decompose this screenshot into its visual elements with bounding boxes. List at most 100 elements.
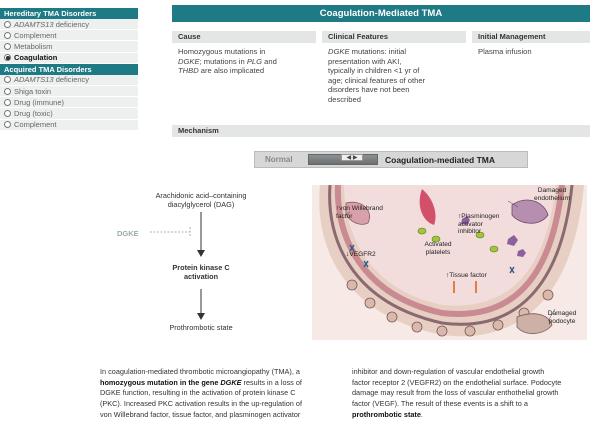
cause-fragment: and	[262, 56, 277, 66]
description-bold: prothrombotic state	[352, 409, 421, 419]
endothelium-label-line: Damaged	[537, 187, 567, 194]
gene-name: PLG	[246, 56, 263, 66]
vwf-label: ↑von Willebrand factor	[336, 205, 394, 220]
features-line: age; clinical features of other	[328, 75, 426, 85]
gene-name: DGKE	[178, 56, 200, 66]
cause-line: DGKE; mutations in PLG and	[178, 57, 318, 67]
cause-fragment: ; mutations in	[199, 56, 247, 66]
radio-item-adamts13-acquired[interactable]: ADAMTS13 deficiency	[0, 74, 138, 86]
flow-step-line: Protein kinase C	[172, 263, 230, 272]
radio-button[interactable]	[4, 109, 11, 117]
description-bold: homozygous mutation in the gene	[100, 377, 221, 387]
platelets-label-line: platelets	[425, 248, 451, 256]
vegfr2-label: ↓VEGFR2	[346, 251, 376, 258]
cause-fragment: are also implicated	[198, 66, 265, 76]
sidebar: Hereditary TMA Disorders ADAMTS13 defici…	[0, 0, 138, 131]
flow-step-pkc: Protein kinase C activation	[150, 263, 252, 281]
platelets-label-line: Activated	[424, 241, 452, 248]
toggle-normal-label[interactable]: Normal	[265, 155, 293, 164]
description-line: factor (VEGF). The result of these event…	[352, 399, 528, 409]
features-line: typically in children <1 yr of	[328, 66, 420, 76]
flow-step-line: Arachidonic acid–containing	[155, 191, 247, 200]
initial-management-header: Initial Management	[472, 31, 590, 43]
radio-button[interactable]	[4, 31, 11, 39]
plasminogen-label-line: ↑Plasminogen	[458, 213, 500, 220]
radio-button-selected[interactable]	[4, 54, 11, 62]
clinical-features-text: DGKE mutations: initial presentation wit…	[328, 47, 468, 105]
radio-item-drug-toxic[interactable]: Drug (toxic)	[0, 108, 138, 120]
radio-label: Coagulation	[14, 53, 58, 63]
radio-label: Drug (toxic)	[14, 108, 53, 118]
radio-button[interactable]	[4, 76, 11, 84]
features-fragment: mutations: initial	[349, 47, 407, 56]
radio-label: Shiga toxin	[14, 86, 52, 96]
description-fragment: .	[420, 409, 423, 419]
description-left: In coagulation-mediated thrombotic micro…	[100, 367, 350, 421]
vwf-label-line: ↑von Willebrand	[336, 205, 383, 212]
podocyte-label-line: podocyte	[548, 317, 576, 325]
radio-item-coagulation[interactable]: Coagulation	[0, 52, 138, 64]
group-header-acquired: Acquired TMA Disorders	[0, 63, 138, 75]
glomerular-capillary-illustration: ↑von Willebrand factor ↓VEGFR2 ↑Plasmino…	[312, 184, 587, 340]
initial-management-text: Plasma infusion	[478, 47, 532, 56]
radio-item-adamts13-hereditary[interactable]: ADAMTS13 deficiency	[0, 19, 138, 31]
vwf-label-line: factor	[336, 212, 353, 220]
description-line: In coagulation-mediated thrombotic micro…	[100, 367, 300, 376]
description-line: DGKE function, resulting in the activati…	[100, 388, 296, 398]
gene-name: DGKE	[328, 47, 350, 56]
radio-label: Drug (immune)	[14, 97, 65, 107]
capillary-drawing	[312, 184, 587, 340]
radio-label: deficiency	[53, 75, 90, 85]
radio-label-italic: ADAMTS13	[14, 75, 54, 85]
cause-text: Homozygous mutations in DGKE; mutations …	[178, 47, 318, 76]
plasminogen-label: ↑Plasminogen activator inhibitor	[458, 213, 510, 236]
gene-name: THBD	[178, 66, 199, 76]
gene-name: DGKE	[220, 377, 242, 387]
cause-line: Homozygous mutations in	[178, 47, 266, 56]
radio-item-metabolism[interactable]: Metabolism	[0, 41, 138, 53]
group-header-hereditary: Hereditary TMA Disorders	[0, 8, 138, 19]
page-title: Coagulation-Mediated TMA	[172, 5, 590, 22]
flow-step-line: diacylglycerol (DAG)	[167, 200, 235, 209]
flow-step-prothrombotic: Prothrombotic state	[169, 323, 233, 332]
description-line: factor receptor 2 (VEGFR2) on the endoth…	[352, 377, 562, 387]
radio-item-shiga-toxin[interactable]: Shiga toxin	[0, 85, 138, 98]
radio-label: Complement	[14, 30, 57, 40]
features-line: DGKE mutations: initial	[328, 47, 468, 57]
dgke-inhibitor-label: DGKE	[117, 229, 139, 238]
radio-button[interactable]	[4, 87, 11, 95]
normal-vs-disease-toggle[interactable]: Normal ◀ ▶ Coagulation-mediated TMA	[254, 151, 528, 168]
radio-label-italic: ADAMTS13	[14, 19, 54, 29]
flow-arrows	[150, 212, 205, 320]
damaged-endothelium-label: Damaged endothelium	[523, 187, 581, 202]
description-line: homozygous mutation in the gene DGKE res…	[100, 378, 350, 389]
features-line: presentation with AKI,	[328, 56, 402, 66]
activated-platelets-label: Activated platelets	[418, 241, 458, 256]
plasminogen-label-line: inhibitor	[458, 228, 482, 235]
radio-item-drug-immune[interactable]: Drug (immune)	[0, 97, 138, 109]
toggle-active-label[interactable]: Coagulation-mediated TMA	[385, 155, 496, 165]
flow-step-line: activation	[183, 272, 219, 281]
mechanism-header: Mechanism	[172, 125, 590, 137]
cause-line: THBD are also implicated	[178, 66, 318, 76]
radio-item-complement-hereditary[interactable]: Complement	[0, 30, 138, 42]
cause-header: Cause	[172, 31, 316, 43]
description-line: prothrombotic state.	[352, 410, 592, 421]
radio-button[interactable]	[4, 121, 11, 129]
radio-button[interactable]	[4, 20, 11, 28]
endothelium-label-line: endothelium	[534, 194, 570, 202]
description-right: inhibitor and down-regulation of vascula…	[352, 367, 592, 421]
features-line: described	[328, 94, 361, 104]
features-line: disorders have not been	[328, 85, 410, 95]
radio-item-complement-acquired[interactable]: Complement	[0, 119, 138, 131]
description-line: inhibitor and down-regulation of vascula…	[352, 367, 545, 376]
flow-step-dag: Arachidonic acid–containing diacylglycer…	[140, 191, 262, 209]
toggle-arrows-icon[interactable]: ◀ ▶	[341, 154, 363, 161]
radio-button[interactable]	[4, 42, 11, 50]
radio-label: deficiency	[53, 19, 90, 29]
radio-label: Metabolism	[14, 41, 53, 51]
plasminogen-label-line: activator	[458, 220, 483, 228]
radio-button[interactable]	[4, 98, 11, 106]
description-line: von Willebrand factor, tissue factor, an…	[100, 409, 301, 419]
podocyte-label-line: Damaged	[547, 310, 577, 317]
